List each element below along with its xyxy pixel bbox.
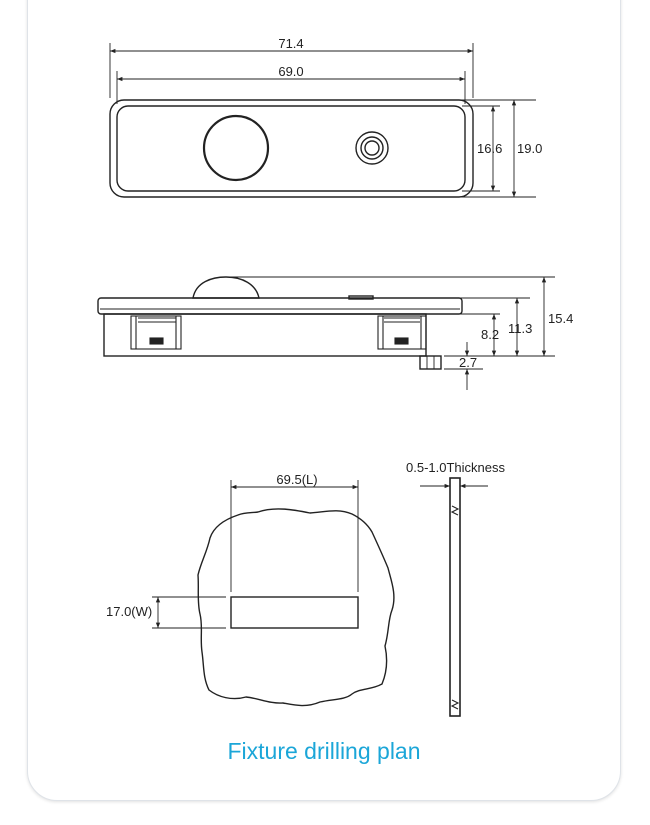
side-view-flange bbox=[97, 297, 463, 315]
dim-bottom-height-label: 2.7 bbox=[459, 355, 477, 370]
indicator-ring-outer-icon bbox=[355, 131, 389, 165]
dim-thickness-label: 0.5-1.0Thickness bbox=[406, 460, 505, 475]
indicator-ring-inner-icon bbox=[360, 136, 384, 160]
top-view-outer-frame bbox=[109, 99, 474, 198]
dim-body-height-label: 11.3 bbox=[508, 321, 532, 336]
dim-cutout-width-label: 17.0(W) bbox=[106, 604, 152, 619]
plate-section bbox=[449, 477, 461, 717]
drilling-cutout bbox=[230, 596, 359, 629]
dim-outer-height-label: 19.0 bbox=[517, 141, 542, 156]
panel-outline bbox=[197, 508, 395, 707]
dim-inner-width-label: 69.0 bbox=[278, 64, 303, 79]
drilling-plan bbox=[152, 477, 488, 717]
right-clip bbox=[377, 315, 427, 350]
connector bbox=[419, 355, 442, 370]
dim-outer-width-label: 71.4 bbox=[278, 36, 303, 51]
top-view-inner-frame bbox=[116, 105, 466, 192]
fingerprint-dome bbox=[192, 276, 260, 299]
content-card bbox=[27, 0, 621, 801]
fingerprint-sensor-icon bbox=[202, 114, 270, 182]
dim-inner-height-label: 16.6 bbox=[477, 141, 502, 156]
dim-total-height-label: 15.4 bbox=[548, 311, 573, 326]
top-view bbox=[109, 43, 536, 198]
figure-caption: Fixture drilling plan bbox=[227, 738, 421, 764]
dim-clip-height-label: 8.2 bbox=[481, 327, 499, 342]
indicator-center-icon bbox=[364, 140, 380, 156]
left-clip bbox=[130, 315, 182, 350]
side-view bbox=[97, 276, 555, 390]
dim-cutout-length-label: 69.5(L) bbox=[276, 472, 317, 487]
